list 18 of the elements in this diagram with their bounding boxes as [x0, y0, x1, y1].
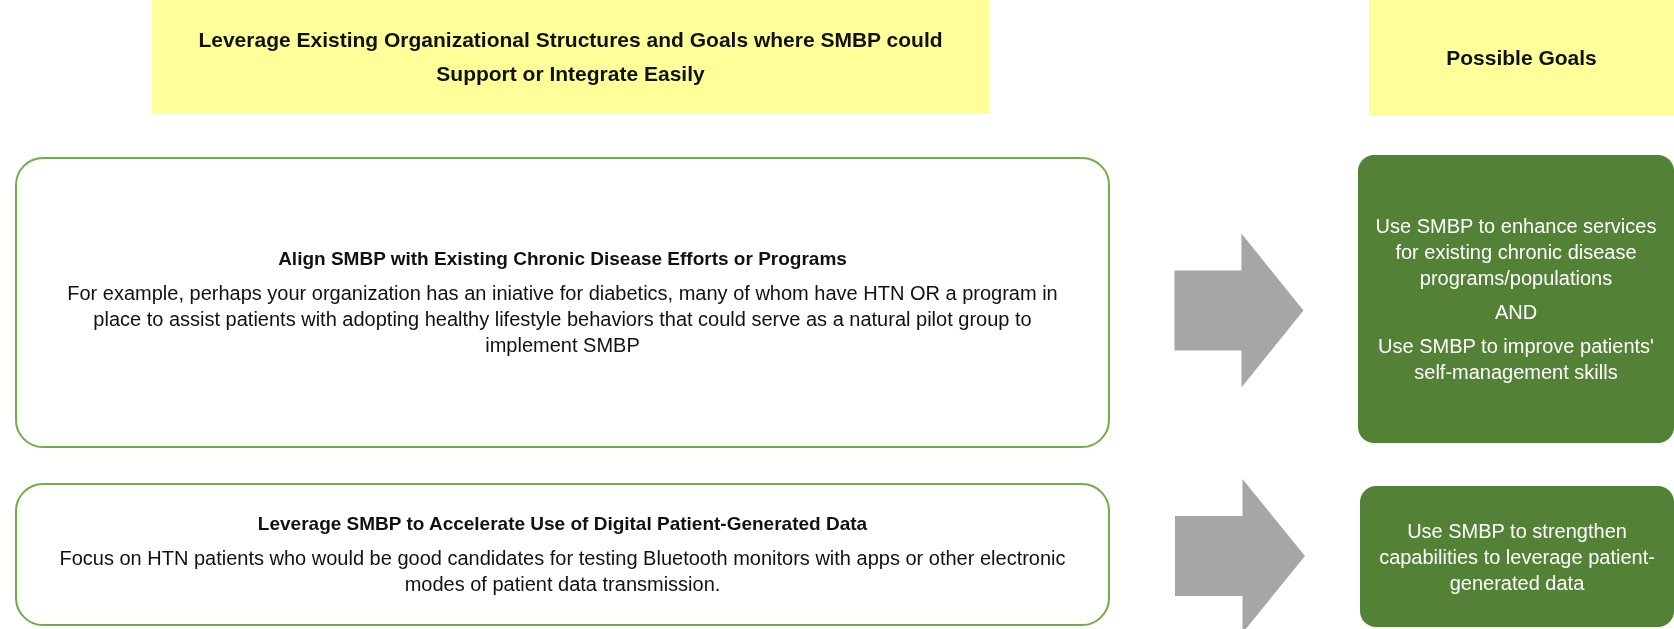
goal-text: Use SMBP to enhance services for existing chronic disease programs/populations [1374, 214, 1658, 291]
card-text: Focus on HTN patients who would be good candidates for testing Bluetooth monitors with apps or other electronic modes of patient data transmission. [58, 545, 1067, 597]
heading-banner [152, 0, 989, 114]
strategy-card [15, 157, 1110, 448]
block-arrow [1175, 479, 1305, 629]
goal-box [1358, 155, 1674, 443]
card-text: For example, perhaps your organization has an iniative for diabetics, many of whom have HTN OR a program in place to assist patients with adopting healthy lifestyle behaviors that could serve as a natural pilot group to implement SMBP [66, 280, 1059, 358]
goal-text: Use SMBP to improve patients' self-management skills [1377, 334, 1655, 385]
heading-text: Possible Goals [1446, 45, 1597, 72]
heading-banner [1369, 0, 1674, 116]
card-heading: Align SMBP with Existing Chronic Disease Efforts or Programs [278, 247, 847, 270]
block-arrow [1174, 233, 1304, 388]
card-heading: Leverage SMBP to Accelerate Use of Digital Patient-Generated Data [257, 512, 868, 535]
goal-box [1360, 486, 1674, 627]
goal-text: AND [1494, 300, 1538, 325]
strategy-card [15, 483, 1110, 626]
heading-text: Leverage Existing Organizational Structures and Goals where SMBP could Support or Integrate Easily [197, 27, 944, 87]
goal-text: Use SMBP to strengthen capabilities to leverage patient-generated data [1378, 518, 1656, 596]
